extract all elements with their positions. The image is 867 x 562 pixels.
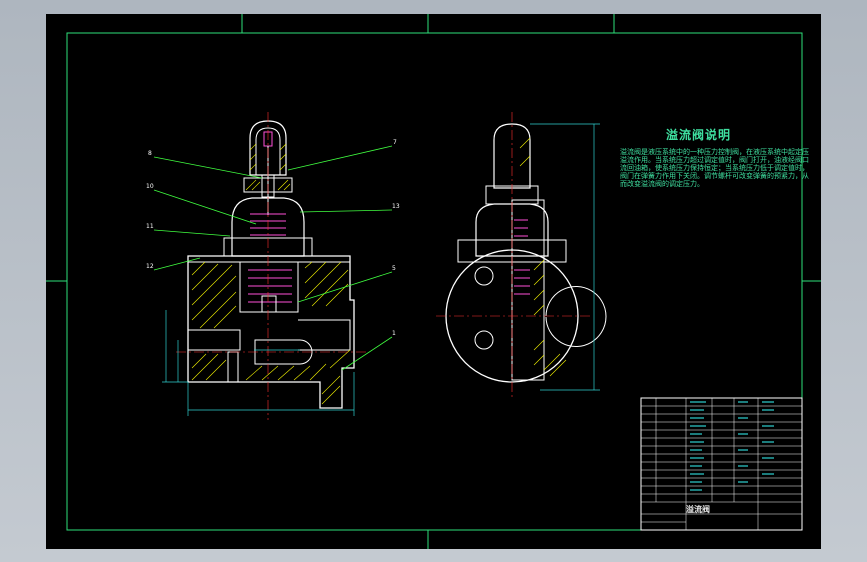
dimensions-right bbox=[530, 123, 600, 391]
sheet-background bbox=[46, 14, 821, 549]
title-block-drawing-name: 溢流阀 bbox=[686, 504, 710, 514]
side-hatch bbox=[519, 137, 567, 377]
technical-note-body: 溢流阀是液压系统中的一种压力控制阀，在液压系统中起定压溢流作用。当系统压力超过调… bbox=[620, 148, 809, 188]
balloon-8: 8 bbox=[148, 150, 152, 157]
balloon-13: 13 bbox=[392, 203, 400, 210]
body-hatch bbox=[191, 261, 351, 405]
side-view bbox=[436, 112, 607, 400]
balloon-1: 1 bbox=[392, 330, 396, 337]
leaders bbox=[153, 145, 393, 371]
zone-ticks bbox=[46, 14, 821, 549]
balloon-10: 10 bbox=[146, 183, 154, 190]
main-spring bbox=[248, 269, 292, 303]
technical-note-title: 溢流阀说明 bbox=[666, 128, 732, 142]
balloon-5: 5 bbox=[392, 265, 396, 272]
balloon-12: 12 bbox=[146, 263, 154, 270]
bonnet bbox=[231, 197, 305, 257]
side-spring bbox=[514, 219, 530, 295]
parts-list bbox=[640, 397, 803, 531]
dimensions-left bbox=[162, 310, 355, 416]
balloon-11: 11 bbox=[146, 223, 154, 230]
balloon-7: 7 bbox=[393, 139, 397, 146]
